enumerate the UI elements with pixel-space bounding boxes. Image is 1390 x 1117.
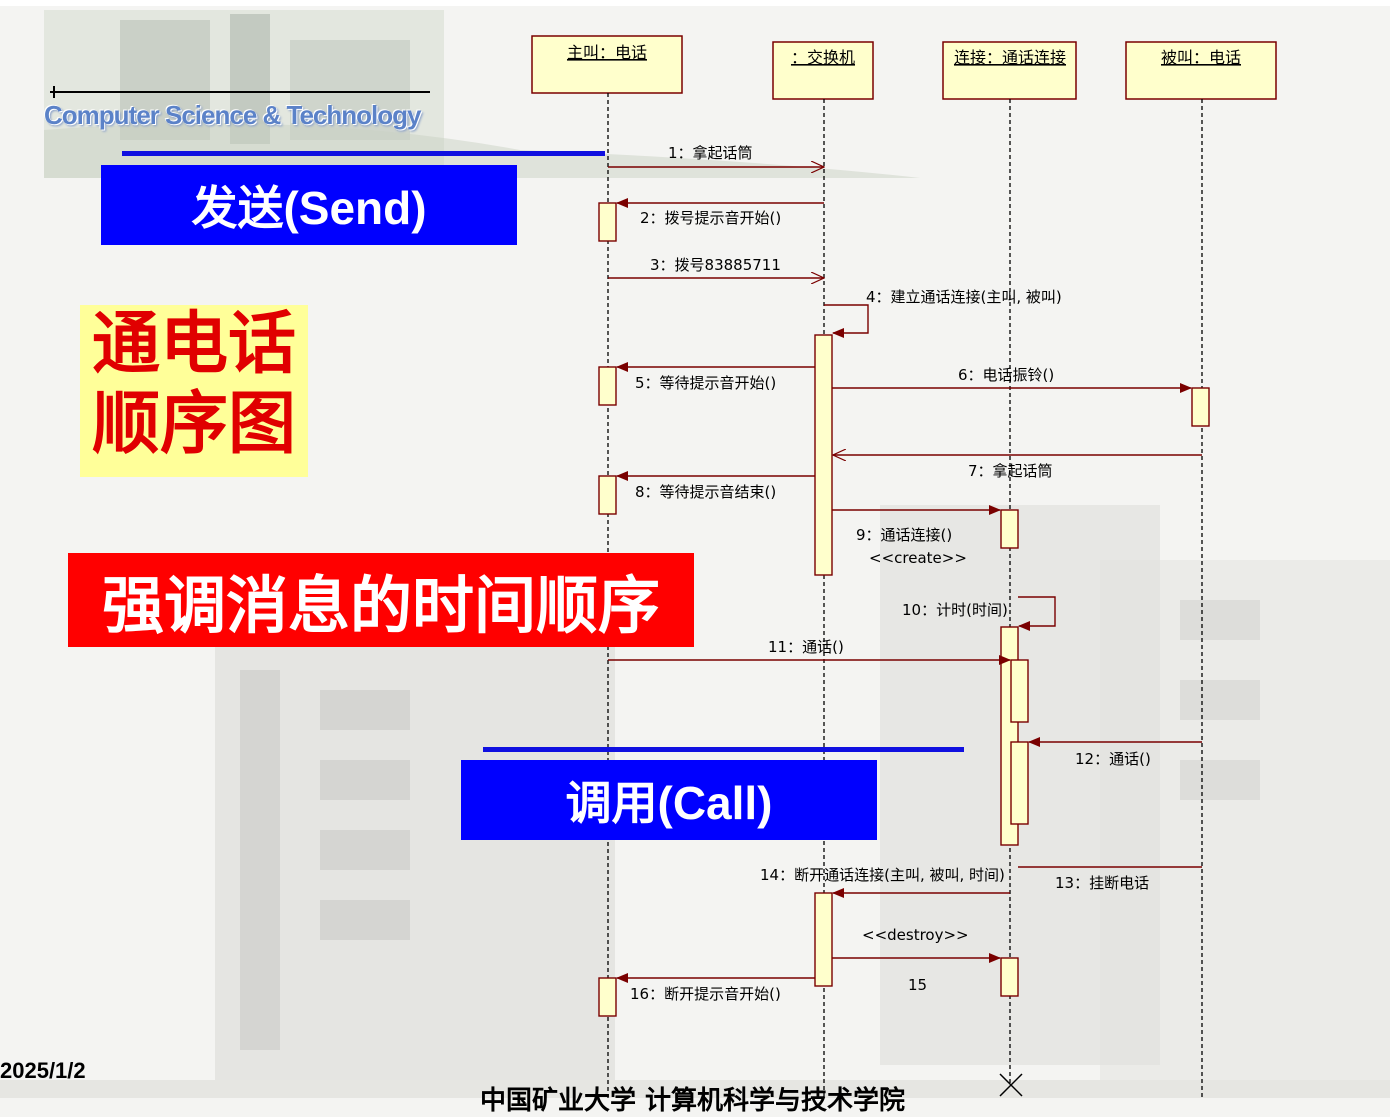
message-label-1: 1：拿起话筒 [668, 144, 753, 162]
message-label-6: 6：电话振铃() [958, 366, 1054, 384]
slide-title-box: 通电话 顺序图 [80, 305, 308, 477]
object-connection-label: 连接：通话连接 [954, 48, 1066, 67]
message-label-4: 4：建立通话连接(主叫, 被叫) [866, 288, 1062, 306]
activation-bar [814, 892, 833, 987]
brand-text: Computer Science & Technology [44, 100, 421, 130]
object-connection: 连接：通话连接 [942, 41, 1077, 100]
message-label-7: 7：拿起话筒 [968, 462, 1053, 480]
object-callee-label: 被叫：电话 [1161, 48, 1241, 67]
send-underline-bar [122, 151, 605, 156]
destroy-x-icon [999, 1073, 1023, 1097]
message-arrow-10 [1018, 596, 1056, 631]
slide-title-line2: 顺序图 [91, 385, 296, 464]
activation-bar [598, 977, 617, 1017]
message-label-2: 2：拨号提示音开始() [640, 209, 781, 227]
message-label-10: 10：计时(时间) [902, 601, 1008, 619]
message-label-16: 16：断开提示音开始() [630, 985, 781, 1003]
activation-bar [1010, 741, 1029, 825]
activation-bar [598, 202, 617, 242]
slide-date: 2025/1/2 [0, 1058, 86, 1083]
object-switch: ：交换机 [772, 41, 874, 100]
object-caller-label: 主叫：电话 [567, 43, 647, 62]
footer-institution: 中国矿业大学 计算机科学与技术学院 [480, 1086, 906, 1116]
message-label-12: 12：通话() [1075, 750, 1151, 768]
message-label-15: 15 [908, 976, 927, 994]
emphasis-box: 强调消息的时间顺序 [68, 553, 694, 647]
activation-bar [598, 366, 617, 406]
activation-bar [814, 334, 833, 576]
message-label-13: 13：挂断电话 [1055, 874, 1149, 892]
object-callee: 被叫：电话 [1125, 41, 1277, 100]
activation-bar [1000, 957, 1019, 997]
stereotype-create: <<create>> [869, 549, 967, 567]
object-caller: 主叫：电话 [531, 35, 683, 94]
message-label-9: 9：通话连接() [856, 526, 952, 544]
activation-bar [598, 475, 617, 515]
slide-title-line1: 通电话 [91, 305, 296, 384]
activation-bar [1191, 387, 1210, 427]
activation-bar [1010, 659, 1029, 723]
send-label-box: 发送(Send) [101, 165, 517, 245]
message-label-11: 11：通话() [768, 638, 844, 656]
stereotype-destroy: <<destroy>> [862, 926, 969, 944]
object-switch-label: ：交换机 [791, 48, 855, 67]
call-label-box: 调用(Call) [461, 760, 877, 840]
message-label-5: 5：等待提示音开始() [635, 374, 776, 392]
activation-bar [1000, 509, 1019, 549]
message-arrow-4 [824, 304, 869, 338]
call-underline-bar [483, 747, 964, 752]
message-label-8: 8：等待提示音结束() [635, 483, 776, 501]
message-label-3: 3：拨号83885711 [650, 256, 781, 274]
message-label-14: 14：断开通话连接(主叫, 被叫, 时间) [760, 866, 1005, 884]
